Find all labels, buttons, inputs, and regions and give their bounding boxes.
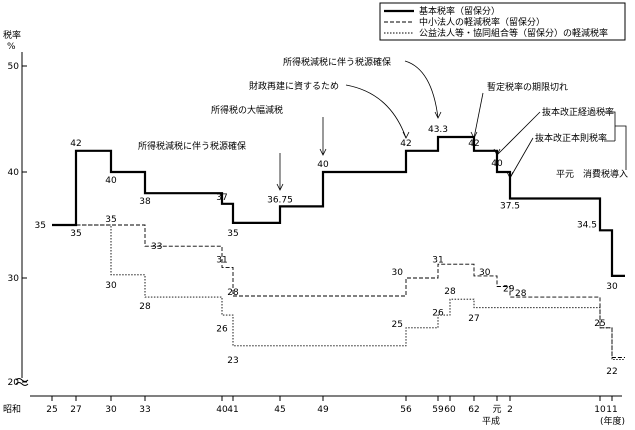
x-tick-label: 2 [507,405,513,415]
annotation-arrowhead [402,131,410,139]
data-label: 22 [606,367,617,377]
x-axis-unit: (年度) [600,415,625,427]
data-labels: 35 35 42 40 38 37 35 36.75 40 42 43.3 42 40 37.5 34.5 3… [35,125,618,377]
y-axis-unit: % [7,42,16,52]
x-tick-label: 56 [400,405,412,415]
x-era-showa: 昭和 [3,404,21,415]
data-label: 43.3 [428,125,448,135]
x-tick-label: 30 [105,405,117,415]
data-label: 28 [515,289,527,299]
data-label: 28 [444,287,456,297]
annotation-label: 抜本改正経過税率 [542,106,614,118]
x-axis: 昭和 平成 (年度) [3,395,625,427]
data-label: 25 [392,320,403,330]
data-label: 35 [227,229,238,239]
data-label: 27 [468,314,479,324]
annotation-leader [509,137,534,179]
x-tick-label: 40 [216,405,228,415]
annotation-label: 平元 消費税導入 [556,168,628,180]
annotation-arrowhead [506,171,514,179]
x-tick-label: 45 [274,405,285,415]
data-label: 37 [216,193,227,203]
annotation-label: 暫定税率の期限切れ [487,81,568,93]
x-tick-label: 11 [606,405,617,415]
series-basic-rate-line [52,135,625,277]
data-label: 28 [139,302,151,312]
x-tick-label: 62 [468,405,479,415]
x-tick-label: 60 [444,405,456,415]
series-public-rate-line [76,224,625,361]
x-tick-label: 49 [317,405,329,415]
annotation-leader [473,92,484,139]
legend-label-public: 公益法人等・協同組合等（留保分）の軽減税率 [419,27,608,39]
data-label: 31 [432,255,443,265]
annotation-arrowhead [493,148,501,156]
data-label: 42 [70,139,81,149]
y-axis-title: 税率 [3,29,21,41]
data-label: 28 [227,288,239,298]
annotations: 所得税減税に伴う税源確保所得税の大幅減税財政再建に資するため所得税減税に伴う税源… [138,56,628,191]
data-label: 40 [105,176,117,186]
annotation-label: 所得税減税に伴う税源確保 [138,140,246,152]
y-tick-label: 20 [8,378,20,388]
data-label: 31 [216,255,227,265]
annotation-arrowhead [434,111,442,119]
annotation-arrowhead [470,131,478,139]
x-tick-label: 27 [70,405,81,415]
data-label: 26 [432,308,444,318]
data-label: 33 [151,242,162,252]
x-tick-label: 33 [139,405,150,415]
data-label: 42 [468,139,479,149]
legend-label-sme: 中小法人の軽減税率（留保分） [419,16,545,28]
x-tick-label: 25 [46,405,57,415]
data-label: 37.5 [500,202,520,212]
data-label: 42 [400,139,411,149]
data-label: 30 [392,268,404,278]
y-tick-label: 40 [8,168,20,178]
data-label: 29 [503,285,515,295]
series-layer [52,135,625,361]
y-axis-break [15,378,29,386]
annotation-leader [345,84,407,139]
data-label: 36.75 [267,195,293,205]
legend: 基本税率（留保分） 中小法人の軽減税率（留保分） 公益法人等・協同組合等（留保分… [379,2,626,41]
data-label: 40 [317,160,329,170]
data-label: 35 [35,221,46,231]
x-tick-label: 元 [492,405,501,415]
data-label: 23 [227,356,238,366]
data-label: 40 [491,159,503,169]
data-label: 26 [216,324,228,334]
x-tick-label: 41 [227,405,238,415]
legend-label-basic: 基本税率（留保分） [419,5,500,17]
annotation-label: 財政再建に資するため [249,80,339,92]
data-label: 34.5 [577,220,597,230]
x-era-heisei: 平成 [482,415,500,427]
annotation-label: 抜本改正本則税率 [535,132,607,144]
legend-box [379,2,626,41]
y-ticks: 20 30 40 50 [8,62,27,388]
annotation-leader [496,111,541,156]
annotation-label: 所得税の大幅減税 [211,104,283,116]
y-tick-label: 50 [8,62,20,72]
x-tick-label: 10 [594,405,606,415]
annotation-arrowhead [319,148,327,156]
annotation-leader [404,60,439,119]
annotation-arrowhead [276,183,284,191]
x-tick-label: 59 [432,405,444,415]
y-axis: 税率 % [3,29,23,378]
data-label: 25 [594,319,605,329]
data-label: 30 [479,268,491,278]
data-label: 38 [139,197,151,207]
annotation-bracket [604,111,627,170]
annotation-label: 所得税減税に伴う税源確保 [283,56,391,68]
series-sme-rate-line [76,224,625,358]
data-label: 35 [70,229,81,239]
data-label: 30 [606,282,618,292]
data-label: 30 [105,281,117,291]
y-tick-label: 30 [8,274,20,284]
data-label: 35 [105,215,116,225]
